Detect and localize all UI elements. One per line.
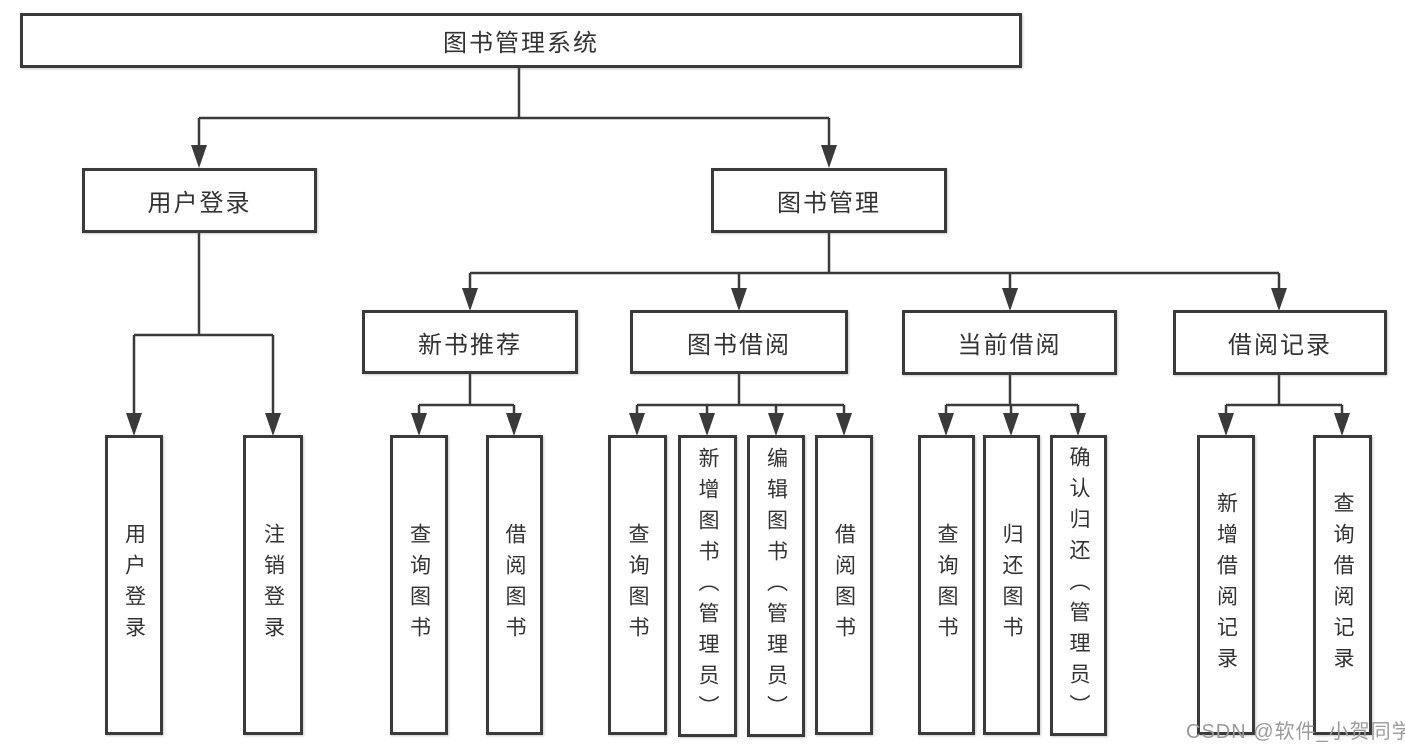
- node-book-borrowing: 图书借阅: [630, 310, 848, 374]
- node-label: 借阅记录: [1228, 332, 1332, 359]
- node-book-management: 图书管理: [711, 168, 947, 233]
- node-leaf-edit-books-admin: 编辑图书（管理员）: [747, 435, 805, 737]
- node-label: 新增借阅记录: [1214, 492, 1238, 678]
- node-leaf-confirm-return-admin: 确认归还（管理员）: [1050, 435, 1107, 736]
- arrowheads: [126, 145, 1350, 436]
- node-label: 新增图书（管理员）: [696, 446, 720, 726]
- node-label: 确认归还（管理员）: [1067, 446, 1091, 725]
- node-current-borrowing: 当前借阅: [902, 310, 1117, 375]
- node-new-book-recommend: 新书推荐: [362, 310, 578, 374]
- node-leaf-borrow-books: 借阅图书: [815, 435, 873, 735]
- node-leaf-query-books-current: 查询图书: [918, 435, 975, 735]
- node-leaf-add-borrow-record: 新增借阅记录: [1197, 435, 1255, 735]
- node-label: 查询图书: [935, 523, 959, 647]
- node-leaf-add-books-admin: 新增图书（管理员）: [678, 435, 737, 737]
- node-label: 图书管理: [777, 190, 881, 217]
- node-label: 用户登录: [122, 523, 146, 647]
- node-leaf-query-books-recommend: 查询图书: [390, 435, 448, 735]
- node-label: 注销登录: [261, 523, 285, 647]
- node-leaf-logout: 注销登录: [243, 435, 303, 735]
- node-label: 查询图书: [626, 523, 650, 647]
- node-label: 查询图书: [407, 523, 431, 647]
- node-label: 当前借阅: [957, 332, 1062, 359]
- csdn-watermark: CSDN @软件_小贺同学: [1186, 721, 1405, 743]
- node-leaf-user-login: 用户登录: [105, 435, 163, 735]
- node-leaf-return-books: 归还图书: [983, 435, 1040, 735]
- node-label: 借阅图书: [832, 523, 856, 647]
- node-label: 用户登录: [147, 190, 252, 217]
- node-label: 新书推荐: [418, 331, 522, 359]
- node-label: 图书管理系统: [443, 30, 599, 57]
- node-leaf-borrow-books-recommend: 借阅图书: [486, 435, 543, 735]
- node-borrowing-records: 借阅记录: [1173, 310, 1387, 375]
- node-label: 图书借阅: [687, 331, 791, 359]
- node-leaf-query-books-borrowing: 查询图书: [608, 435, 667, 735]
- node-label: 编辑图书（管理员）: [764, 446, 788, 726]
- node-leaf-query-borrow-record: 查询借阅记录: [1313, 435, 1372, 735]
- node-label: 归还图书: [1000, 523, 1024, 647]
- node-root-library-system: 图书管理系统: [20, 13, 1022, 68]
- node-user-login: 用户登录: [82, 168, 317, 233]
- node-label: 查询借阅记录: [1331, 492, 1355, 678]
- node-label: 借阅图书: [503, 523, 527, 647]
